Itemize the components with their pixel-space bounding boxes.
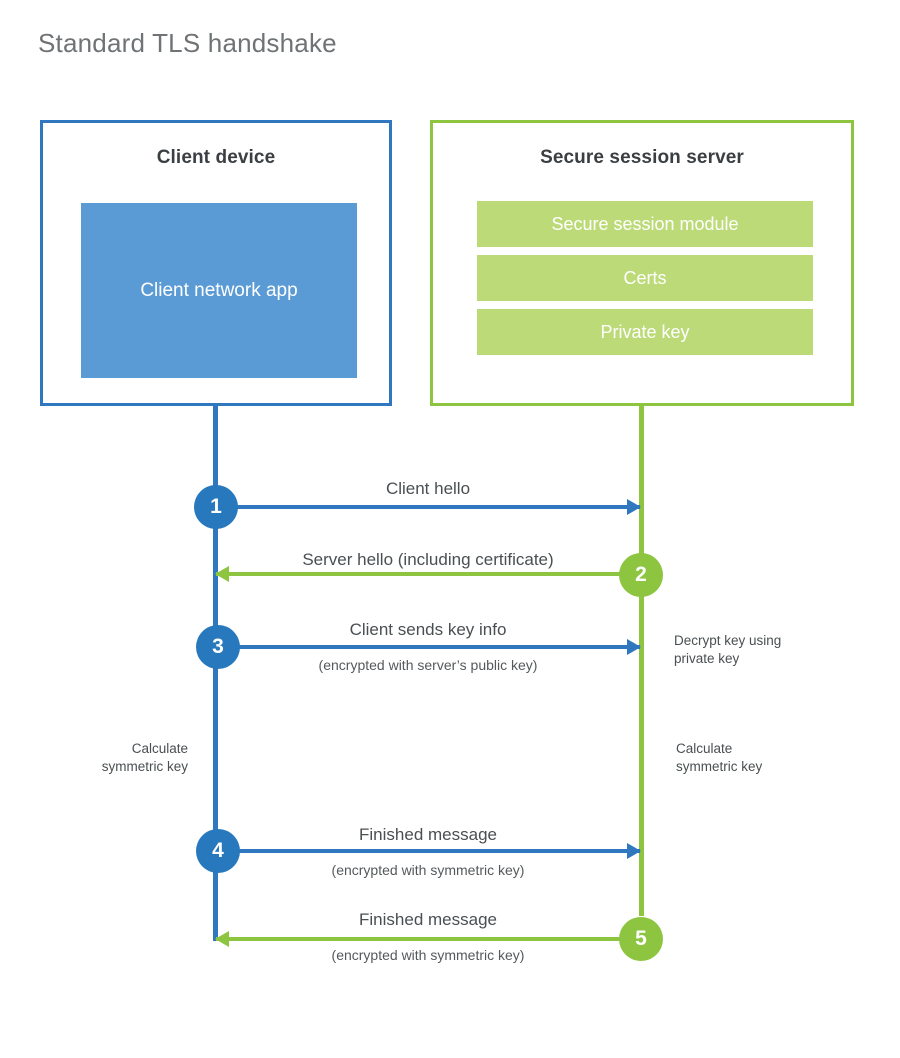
note-server-calc-line2: symmetric key: [676, 759, 763, 775]
server-lifeline: [639, 406, 644, 916]
flow-arrow-2: [215, 566, 640, 582]
flow-label-1: Client hello: [385, 479, 471, 498]
client-network-app-block: Client network app: [81, 203, 357, 378]
secure-session-server-box: Secure session server Secure session mod…: [430, 120, 854, 406]
flow-arrow-5: [215, 931, 640, 947]
note-server-calc-line1: Calculate: [676, 741, 733, 756]
client-device-box: Client device Client network app: [40, 120, 392, 406]
arrowhead-right-icon: [627, 843, 641, 859]
note-server-decrypt-key-line1: Decrypt key using: [674, 633, 782, 648]
note-server-decrypt-key: Decrypt key using private key: [674, 632, 864, 668]
secure-session-server-title: Secure session server: [540, 147, 744, 168]
step-badge-4[interactable]: 4: [196, 829, 240, 873]
step-badge-3[interactable]: 3: [196, 625, 240, 669]
flow-arrow-1: [216, 499, 641, 515]
step-badge-2[interactable]: 2: [619, 553, 663, 597]
arrowhead-left-icon: [215, 566, 229, 582]
flow-label-3: Client sends key info: [349, 620, 507, 639]
arrowhead-right-icon: [627, 639, 641, 655]
arrowhead-right-icon: [627, 499, 641, 515]
note-client-calculate-symmetric-key: Calculate symmetric key: [20, 740, 188, 776]
server-component-certs: Certs: [477, 255, 813, 301]
flow-sublabel-3: (encrypted with server’s public key): [318, 657, 538, 673]
step-badge-1[interactable]: 1: [194, 485, 238, 529]
step-badge-5[interactable]: 5: [619, 917, 663, 961]
note-server-decrypt-key-line2: private key: [674, 651, 740, 667]
arrowhead-left-icon: [215, 931, 229, 947]
client-lifeline: [213, 406, 218, 941]
flow-sublabel-4: (encrypted with symmetric key): [331, 862, 525, 878]
server-component-private-key: Private key: [477, 309, 813, 355]
server-component-secure-session-module: Secure session module: [477, 201, 813, 247]
flow-sublabel-5: (encrypted with symmetric key): [331, 947, 525, 963]
flow-arrow-3: [216, 639, 641, 655]
note-client-calc-line1: Calculate: [131, 741, 188, 756]
flow-arrow-4: [216, 843, 641, 859]
flow-label-2: Server hello (including certificate): [302, 550, 554, 569]
note-server-calculate-symmetric-key: Calculate symmetric key: [676, 740, 866, 776]
flow-label-4: Finished message: [359, 825, 497, 844]
note-client-calc-line2: symmetric key: [101, 759, 188, 775]
page-title: Standard TLS handshake: [38, 28, 337, 58]
flow-label-5: Finished message: [359, 910, 497, 929]
client-device-title: Client device: [156, 147, 276, 168]
